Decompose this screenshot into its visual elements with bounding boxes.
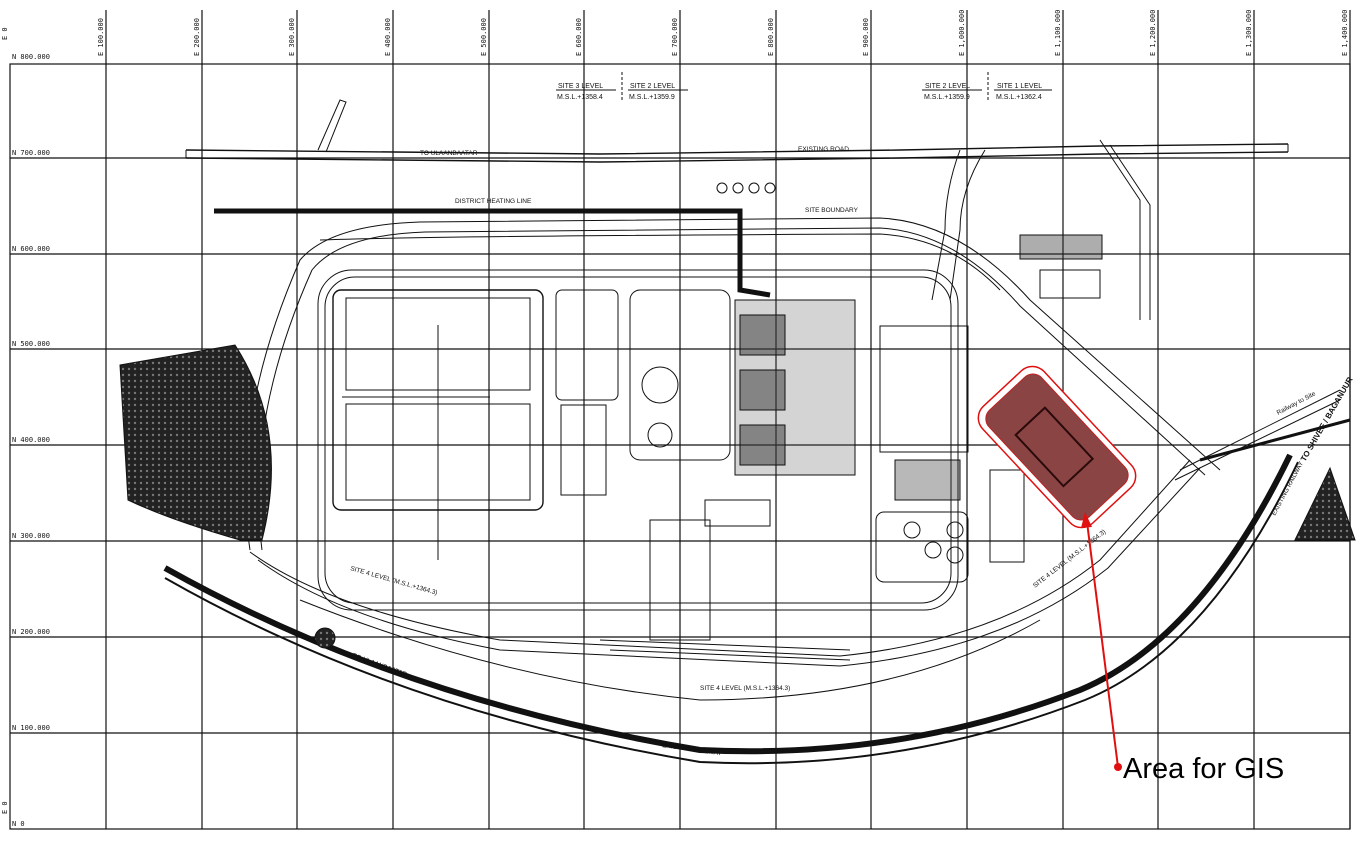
site-level-title: SITE 2 LEVEL — [925, 83, 970, 90]
plant-structures — [332, 182, 1103, 661]
callout-arrow-line — [1086, 521, 1119, 768]
northing-label: N 400.000 — [12, 436, 50, 444]
callout-dot — [1114, 763, 1122, 771]
easting-label: E 0 — [1, 27, 9, 40]
callout-arrowhead — [1081, 512, 1092, 528]
site-level-value: M.S.L.+1362.4 — [996, 94, 1042, 101]
label-railway-to-site: Railway to Site — [1276, 390, 1318, 417]
easting-labels: E 0 E 100.000 E 200.000 E 300.000 E 400.… — [1, 10, 1349, 814]
easting-label: E 1,400.000 — [1341, 10, 1349, 56]
cooling-unit — [629, 289, 731, 461]
site-level-value: M.S.L.+1359.9 — [629, 94, 675, 101]
easting-label: E 200.000 — [193, 18, 201, 56]
easting-label: E 0 — [1, 801, 9, 814]
label-to-ulaanbaatar-top: TO ULAANBAATAR — [420, 150, 478, 157]
existing-railway — [163, 453, 1293, 755]
site-level-value: M.S.L.+1359.9 — [924, 94, 970, 101]
label-to-shivee-baganuur: TO SHIVEE / BAGANUUR — [1299, 375, 1355, 463]
northing-label: N 800.000 — [12, 53, 50, 61]
switchyard-grid — [879, 325, 969, 453]
site-linework — [163, 99, 1351, 765]
northing-label: N 100.000 — [12, 724, 50, 732]
site-level-title: SITE 3 LEVEL — [558, 83, 603, 90]
easting-label: E 1,300.000 — [1245, 10, 1253, 56]
site-level-blocks: SITE 3 LEVEL M.S.L.+1358.4 SITE 2 LEVEL … — [556, 72, 1052, 101]
easting-label: E 900.000 — [862, 18, 870, 56]
easting-label: E 500.000 — [480, 18, 488, 56]
label-district-heating-line: DISTRICT HEATING LINE — [455, 198, 532, 205]
easting-label: E 800.000 — [767, 18, 775, 56]
site-level-title: SITE 1 LEVEL — [997, 83, 1042, 90]
easting-label: E 400.000 — [384, 18, 392, 56]
gis-area — [977, 365, 1137, 529]
easting-label: E 1,200.000 — [1149, 10, 1157, 56]
northing-label: N 0 — [12, 820, 25, 828]
easting-label: E 1,100.000 — [1054, 10, 1062, 56]
hatched-area-west — [119, 344, 272, 541]
northing-label: N 600.000 — [12, 245, 50, 253]
easting-label: E 700.000 — [671, 18, 679, 56]
label-site-boundary: SITE BOUNDARY — [805, 207, 859, 214]
easting-label: E 300.000 — [288, 18, 296, 56]
site-level-title: SITE 2 LEVEL — [630, 83, 675, 90]
label-existing-railway: EXISTING RAILWAY — [662, 742, 723, 757]
gis-callout: Area for GIS — [1081, 512, 1284, 785]
label-site-4-level-bottom: SITE 4 LEVEL (M.S.L.+1364.3) — [700, 685, 790, 692]
northing-label: N 700.000 — [12, 149, 50, 157]
callout-text: Area for GIS — [1123, 753, 1284, 785]
gis-area-fill — [985, 373, 1129, 521]
northing-label: N 200.000 — [12, 628, 50, 636]
northing-labels: N 800.000 N 700.000 N 600.000 N 500.000 … — [12, 53, 50, 828]
ash-pond — [555, 289, 619, 401]
northing-label: N 500.000 — [12, 340, 50, 348]
district-heating-line — [214, 208, 771, 298]
site-level-value: M.S.L.+1358.4 — [557, 94, 603, 101]
label-site-4-level-left: SITE 4 LEVEL (M.S.L.+1364.3) — [349, 565, 438, 597]
label-to-ulaanbaatar-bottom: TO ULAANBAATAR — [351, 652, 408, 678]
label-existing-road: EXISTING ROAD — [798, 146, 849, 153]
easting-label: E 600.000 — [575, 18, 583, 56]
hatched-area-east — [1294, 466, 1356, 541]
easting-label: E 1,000.000 — [958, 10, 966, 56]
hatched-circle — [314, 627, 336, 649]
existing-road — [185, 143, 1289, 155]
easting-label: E 100.000 — [97, 18, 105, 56]
label-site-4-level-right: SITE 4 LEVEL (M.S.L.+1364.3) — [1032, 528, 1107, 589]
hatched-areas — [119, 344, 1356, 649]
northing-label: N 300.000 — [12, 532, 50, 540]
